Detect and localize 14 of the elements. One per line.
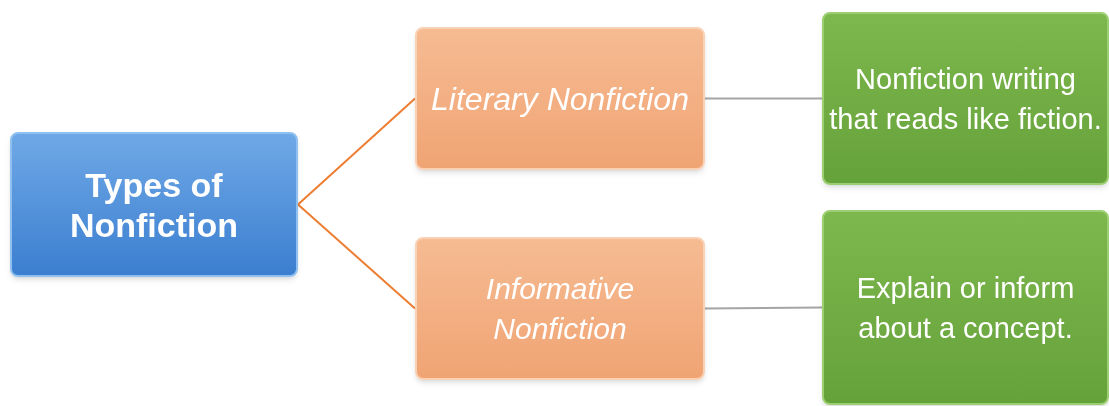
node-label: Literary Nonfiction	[431, 79, 689, 119]
connector-line	[704, 97, 823, 100]
connector-line	[297, 97, 416, 206]
connector-line	[297, 203, 416, 310]
node-label: Informative Nonfiction	[484, 270, 636, 347]
topic-box	[10, 132, 298, 277]
node-label: Types of Nonfiction	[68, 164, 240, 245]
definition-box	[822, 12, 1109, 185]
node-label: Nonfiction writing that reads like fiction.	[828, 61, 1103, 137]
connector-line	[704, 306, 823, 310]
node-label: Explain or inform about a concept.	[855, 270, 1076, 346]
category-box	[415, 237, 705, 380]
definition-box	[822, 210, 1109, 405]
category-box	[415, 27, 705, 170]
